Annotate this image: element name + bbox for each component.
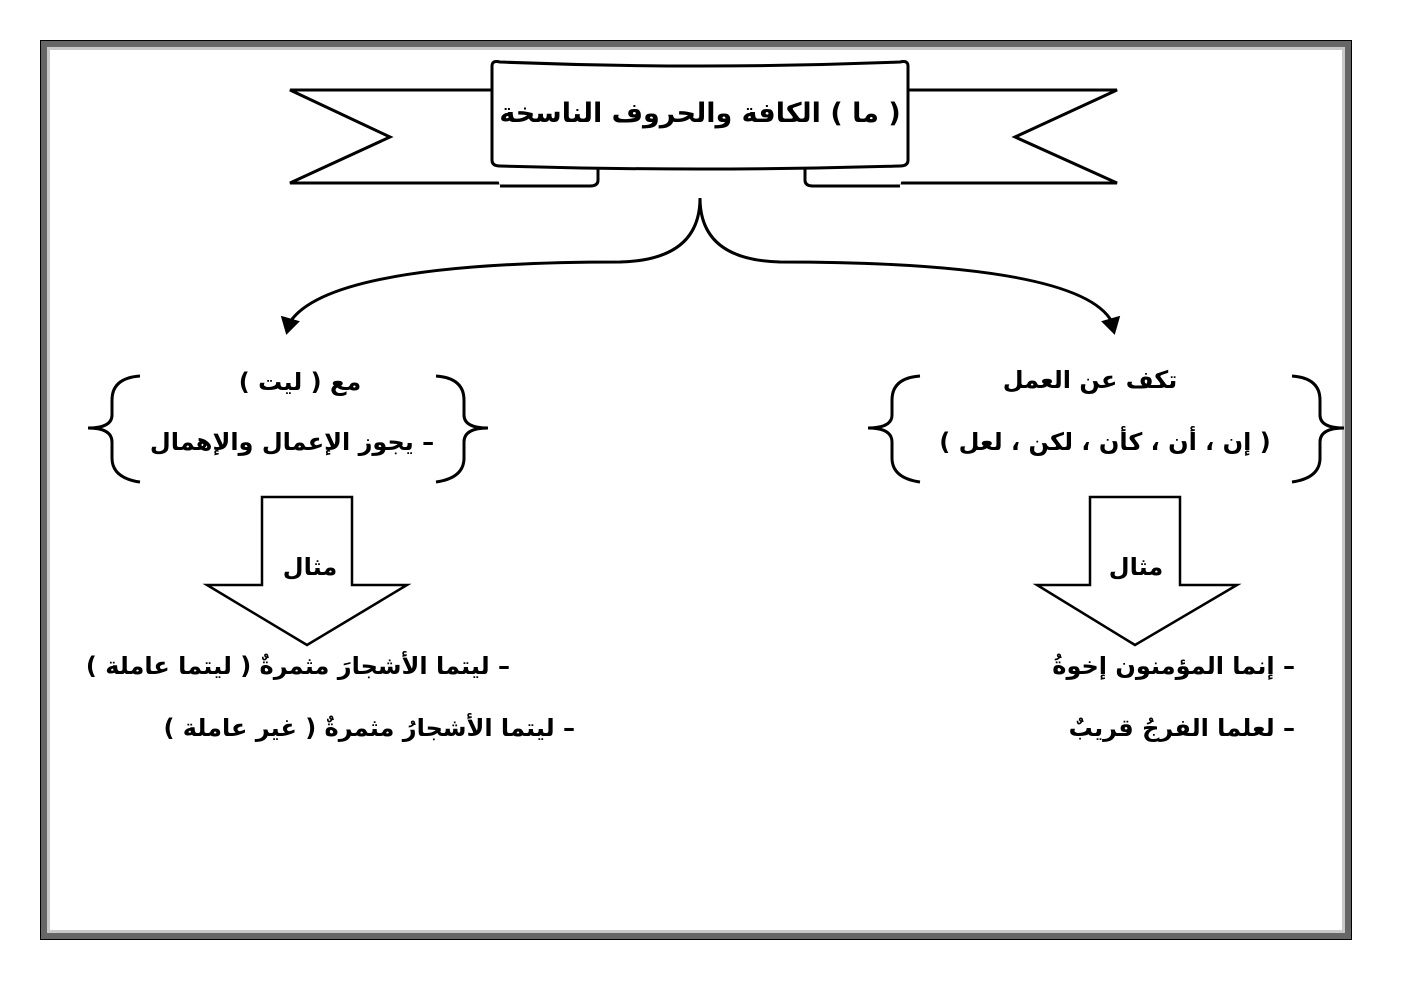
connector-curve — [698, 197, 1114, 323]
right-example-label: مثال — [1108, 553, 1164, 581]
right-example-1: – إنما المؤمنون إخوةُ — [1052, 652, 1295, 680]
arrow-head-left — [280, 315, 300, 335]
left-example-2: – ليتما الأشجارُ مثمرةٌ ( غير عاملة ) — [163, 714, 575, 742]
right-heading: تكف عن العمل — [1002, 366, 1178, 394]
left-example-label: مثال — [282, 553, 338, 581]
left-close-brace — [435, 374, 489, 484]
right-example-2: – لعلما الفرجُ قريبٌ — [1068, 714, 1295, 742]
right-letters: ( إن ، أن ، كأن ، لكن ، لعل ) — [939, 428, 1271, 456]
left-block-arrow — [202, 495, 412, 647]
right-close-brace — [1291, 374, 1345, 484]
right-open-brace — [867, 374, 921, 484]
left-open-brace — [87, 374, 141, 484]
page-frame — [40, 40, 1352, 940]
left-example-1: – ليتما الأشجارَ مثمرةٌ ( ليتما عاملة ) — [85, 652, 510, 680]
right-block-arrow — [1032, 495, 1242, 647]
connector-curve — [288, 197, 702, 323]
diagram-title: ( ما ) الكافة والحروف الناسخة — [499, 98, 901, 129]
arrow-head-right — [1101, 315, 1121, 335]
left-rule: – يجوز الإعمال والإهمال — [149, 428, 435, 456]
banner-center — [490, 60, 910, 171]
left-heading: مع ( ليت ) — [238, 368, 362, 396]
